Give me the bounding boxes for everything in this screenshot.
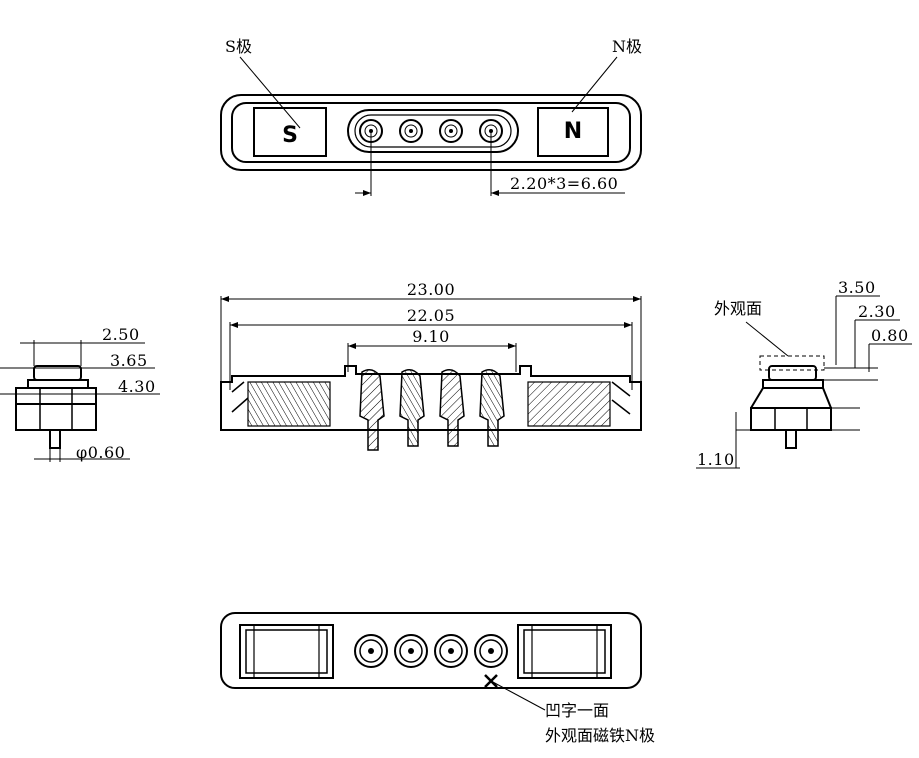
pin-span-dim: 9.10 xyxy=(412,327,450,346)
pitch-dim: 2.20*3=6.60 xyxy=(510,174,618,193)
dim-top: 2.50 xyxy=(102,325,140,344)
s-pole-label: S极 xyxy=(225,37,252,56)
left-view: 2.50 3.65 4.30 φ0.60 xyxy=(0,325,160,462)
inner-length-dim: 22.05 xyxy=(407,306,455,325)
overall-length-dim: 23.00 xyxy=(407,280,455,299)
s-magnet-box xyxy=(253,107,327,157)
pin-pads-bottom xyxy=(354,634,508,668)
pin-dia-dim: φ0.60 xyxy=(76,443,125,462)
pins-section xyxy=(359,369,505,451)
top-view: S N S极 N极 2.20*3=6.60 xyxy=(220,37,642,196)
front-view: 23.00 22.05 9.10 xyxy=(220,280,642,451)
note-line1: 凹字一面 xyxy=(545,701,609,720)
n-pole-label: N极 xyxy=(612,37,642,56)
right-view: 外观面 3.50 2.30 0.80 1.10 xyxy=(696,278,912,469)
dim-350: 3.50 xyxy=(838,278,876,297)
note-line2: 外观面磁铁N极 xyxy=(545,726,655,745)
dim-110: 1.10 xyxy=(697,450,735,469)
pin-holes-top xyxy=(359,119,503,143)
dim-230: 2.30 xyxy=(858,302,896,321)
s-magnet-text: S xyxy=(282,123,298,148)
dim-mid: 3.65 xyxy=(110,351,148,370)
n-magnet-box xyxy=(537,107,609,157)
n-magnet-text: N xyxy=(564,119,582,144)
dim-base: 4.30 xyxy=(118,377,156,396)
dim-080: 0.80 xyxy=(871,326,909,345)
face-label: 外观面 xyxy=(714,299,762,318)
bottom-view: 凹字一面 外观面磁铁N极 xyxy=(220,612,655,745)
